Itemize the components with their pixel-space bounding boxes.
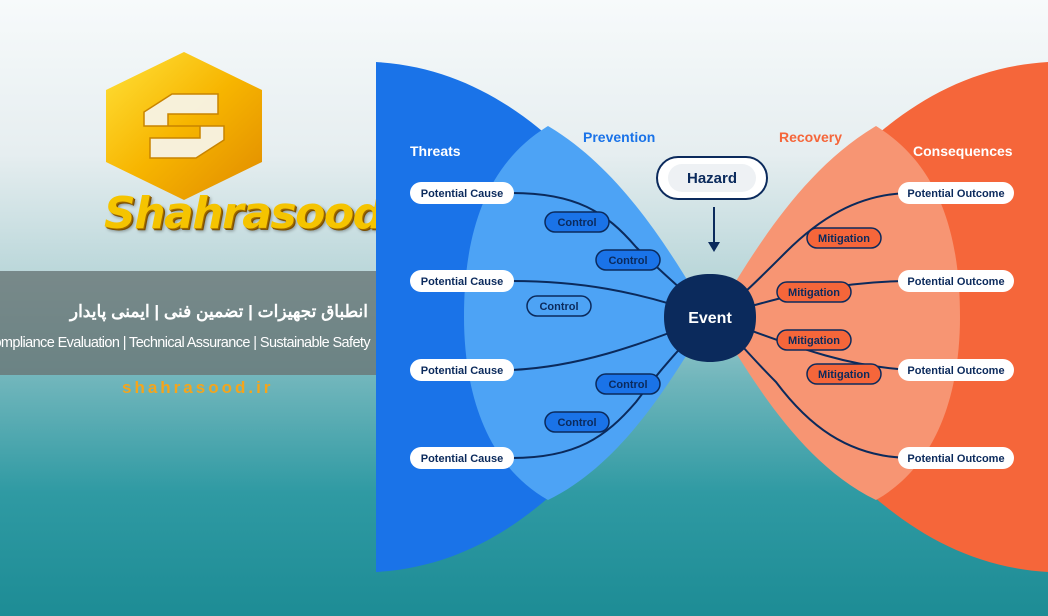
cause-pill: Potential Cause [410, 270, 514, 292]
control-label: Control [608, 255, 647, 267]
event-label: Event [688, 310, 732, 327]
mitigation-label: Mitigation [818, 369, 870, 381]
outcome-label: Potential Outcome [907, 453, 1004, 465]
outcome-label: Potential Outcome [907, 276, 1004, 288]
outcome-label: Potential Outcome [907, 365, 1004, 377]
cause-pill: Potential Cause [410, 359, 514, 381]
heading-recovery: Recovery [779, 129, 842, 145]
control-label: Control [539, 301, 578, 313]
tagline-fa: انطباق تجهیزات | تضمین فنی | ایمنی پایدا… [69, 302, 368, 321]
recovery-region [714, 126, 960, 500]
outcome-pill: Potential Outcome [898, 447, 1014, 469]
outcome-pill: Potential Outcome [898, 270, 1014, 292]
control-pill: Control [544, 211, 610, 233]
tagline-en: Compliance Evaluation | Technical Assura… [0, 335, 371, 351]
cause-label: Potential Cause [421, 365, 504, 377]
control-label: Control [608, 379, 647, 391]
mitigation-label: Mitigation [788, 335, 840, 347]
cause-label: Potential Cause [421, 188, 504, 200]
logo-area: Shahrasood انطباق تجهیزات | تضمین فنی | … [0, 0, 384, 616]
mitigation-pill: Mitigation [776, 281, 852, 303]
control-pill: Control [526, 295, 592, 317]
cause-pill: Potential Cause [410, 182, 514, 204]
mitigation-pill: Mitigation [806, 363, 882, 385]
mitigation-pill: Mitigation [806, 227, 882, 249]
mitigation-label: Mitigation [788, 287, 840, 299]
event-node: Event [664, 274, 756, 362]
cause-pill: Potential Cause [410, 447, 514, 469]
mitigation-pill: Mitigation [776, 329, 852, 351]
control-pill: Control [544, 411, 610, 433]
control-label: Control [557, 217, 596, 229]
bowtie-diagram: Threats Prevention Recovery Consequences… [376, 62, 1048, 572]
heading-threats: Threats [410, 143, 461, 159]
hazard-label: Hazard [687, 170, 737, 187]
outcome-pill: Potential Outcome [898, 359, 1014, 381]
website-link[interactable]: shahrasood.ir [122, 378, 274, 397]
control-pill: Control [595, 373, 661, 395]
outcome-label: Potential Outcome [907, 188, 1004, 200]
tagline-banner: انطباق تجهیزات | تضمین فنی | ایمنی پایدا… [0, 271, 376, 375]
heading-consequences: Consequences [913, 143, 1013, 159]
brand-name: Shahrasood [104, 188, 384, 239]
control-pill: Control [595, 249, 661, 271]
hazard-node: Hazard [656, 156, 768, 200]
cause-label: Potential Cause [421, 276, 504, 288]
outcome-pill: Potential Outcome [898, 182, 1014, 204]
heading-prevention: Prevention [583, 129, 655, 145]
mitigation-label: Mitigation [818, 233, 870, 245]
cause-label: Potential Cause [421, 453, 504, 465]
shahrasood-logo-icon [106, 52, 262, 200]
control-label: Control [557, 417, 596, 429]
